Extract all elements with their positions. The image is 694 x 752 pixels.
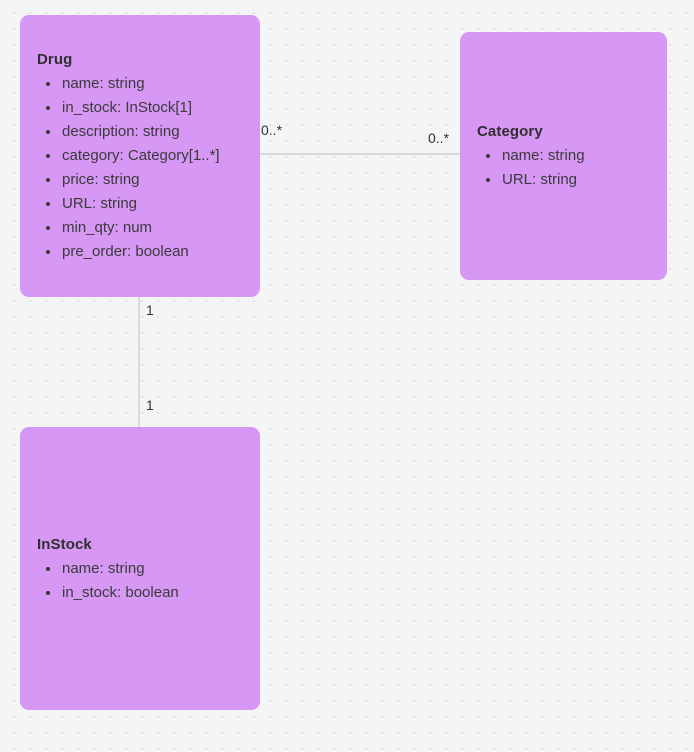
node-title-instock: InStock — [37, 535, 92, 553]
entity-node-category[interactable]: Category name: string URL: string — [460, 32, 667, 280]
attribute-item: pre_order: boolean — [61, 240, 260, 264]
entity-node-drug[interactable]: Drug name: string in_stock: InStock[1] d… — [20, 15, 260, 297]
attribute-item: URL: string — [501, 168, 667, 192]
attribute-list: name: string in_stock: boolean — [20, 557, 260, 605]
edge-drug-category[interactable] — [259, 153, 460, 155]
attribute-item: category: Category[1..*] — [61, 144, 260, 168]
attribute-item: in_stock: boolean — [61, 581, 260, 605]
cardinality-label-drug-bottom-side: 1 — [146, 302, 154, 318]
attribute-list: name: string in_stock: InStock[1] descri… — [20, 72, 260, 264]
attribute-item: in_stock: InStock[1] — [61, 96, 260, 120]
entity-node-instock[interactable]: InStock name: string in_stock: boolean — [20, 427, 260, 710]
edge-drug-instock[interactable] — [138, 297, 140, 427]
attribute-item: name: string — [61, 557, 260, 581]
node-title-category: Category — [477, 123, 543, 140]
attribute-item: URL: string — [61, 192, 260, 216]
node-content: Category name: string URL: string — [460, 120, 667, 192]
cardinality-label-instock-side: 1 — [146, 397, 154, 413]
attribute-item: name: string — [501, 144, 667, 168]
cardinality-label-drug-side: 0..* — [261, 122, 283, 138]
node-content: InStock name: string in_stock: boolean — [20, 533, 260, 605]
cardinality-label-category-side: 0..* — [428, 130, 450, 146]
node-title-drug: Drug — [37, 51, 73, 68]
attribute-item: description: string — [61, 120, 260, 144]
node-content: Drug name: string in_stock: InStock[1] d… — [20, 48, 260, 264]
attribute-item: min_qty: num — [61, 216, 260, 240]
attribute-item: price: string — [61, 168, 260, 192]
attribute-item: name: string — [61, 72, 260, 96]
attribute-list: name: string URL: string — [460, 144, 667, 192]
